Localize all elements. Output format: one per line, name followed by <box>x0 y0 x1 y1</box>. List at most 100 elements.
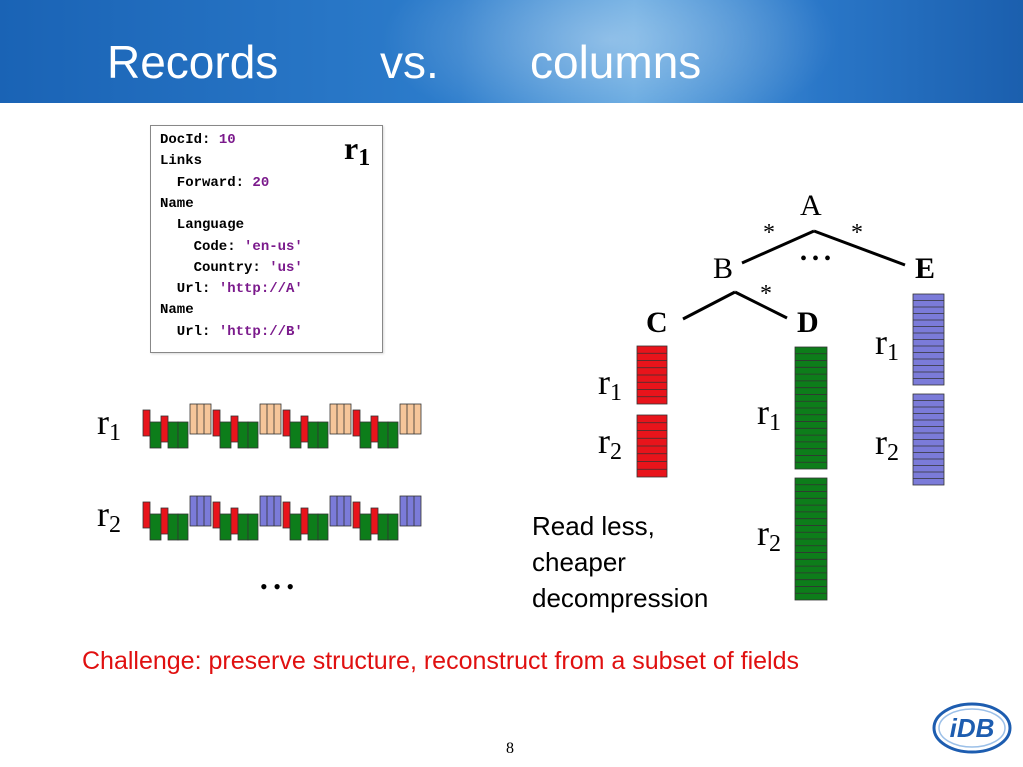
edge-a-e <box>813 229 906 267</box>
edge-b-d <box>734 290 788 320</box>
record-value: 20 <box>252 174 270 191</box>
row-r1-green-cell <box>247 421 259 449</box>
record-value: 'en-us' <box>244 238 303 255</box>
title-bar-glow <box>380 0 840 103</box>
edge-b-c <box>682 290 736 321</box>
row-r2-green-cell <box>219 513 232 541</box>
row-r1-red-cell <box>282 409 291 437</box>
col-e-label-r1: r1 <box>875 322 899 366</box>
row-r2-red-cell <box>370 507 379 535</box>
record-value: 10 <box>218 132 236 148</box>
column-bars <box>636 293 945 601</box>
logo: iDB <box>932 702 1012 754</box>
record-key: Code: <box>160 238 245 255</box>
row-r2-red-cell <box>282 501 291 529</box>
star-a-e: * <box>851 220 863 246</box>
row-r1-green-cell <box>167 421 179 449</box>
title-vs: vs. <box>380 36 439 88</box>
row-r2-leaf-cell <box>399 495 422 527</box>
record-line: Name <box>160 300 194 321</box>
row-r1-leaf-cell <box>329 403 352 435</box>
row-r1-green-cell <box>359 421 372 449</box>
row-r1-red-cell <box>212 409 221 437</box>
record-line: Links <box>160 151 202 172</box>
row-r1-green-cell <box>289 421 302 449</box>
logo-ring <box>932 702 1012 754</box>
row-r2-red-cell <box>160 507 169 535</box>
caption-line-1: Read less, <box>532 511 655 541</box>
row-r1-green-cell <box>237 421 249 449</box>
col-e-label-r2: r2 <box>875 422 899 466</box>
record-key: Name <box>160 302 194 319</box>
title-records: Records <box>107 36 279 88</box>
title-bar: Records vs. columns <box>0 0 1023 103</box>
col-c-label-r2: r2 <box>598 421 622 465</box>
row-r2-leaf-cell <box>329 495 352 527</box>
row-r1-red-cell <box>300 415 309 443</box>
record-key: Url: <box>160 281 219 298</box>
record-line: Url: 'http://A' <box>160 279 303 300</box>
row-strips <box>142 403 422 541</box>
record-value: 'http://A' <box>218 281 303 298</box>
record-line: Forward: 20 <box>160 173 269 194</box>
record-line: Name <box>160 194 194 215</box>
row-label-r2: r2 <box>97 494 121 538</box>
logo-text: iDB <box>950 713 995 743</box>
row-r2-green-cell <box>317 513 329 541</box>
star-a-b: * <box>763 220 775 246</box>
row-r2-green-cell <box>149 513 162 541</box>
row-r2-red-cell <box>300 507 309 535</box>
record-key: Country: <box>160 259 270 276</box>
node-c: C <box>646 306 668 339</box>
record-key: Links <box>160 153 203 170</box>
row-r1-green-cell <box>177 421 189 449</box>
row-r2-red-cell <box>212 501 221 529</box>
node-e: E <box>915 252 936 285</box>
record-key: Language <box>160 217 245 234</box>
row-r2-green-cell <box>307 513 319 541</box>
record-label: r1 <box>344 130 371 171</box>
page-number: 8 <box>506 740 514 757</box>
row-r1-green-cell <box>307 421 319 449</box>
title-columns: columns <box>530 36 702 88</box>
row-r2-green-cell <box>377 513 389 541</box>
row-r2-red-cell <box>142 501 151 529</box>
record-line: Country: 'us' <box>160 258 303 279</box>
col-d-label-r1: r1 <box>757 392 781 436</box>
row-r2-green-cell <box>177 513 189 541</box>
record-line: Code: 'en-us' <box>160 237 303 258</box>
row-r1-red-cell <box>230 415 239 443</box>
row-r2-leaf-cell <box>189 495 212 527</box>
row-r1-leaf-cell <box>189 403 212 435</box>
record-line: DocId: 10 <box>160 130 236 151</box>
row-r2-green-cell <box>289 513 302 541</box>
row-r2-green-cell <box>359 513 372 541</box>
row-r1-leaf-cell <box>259 403 282 435</box>
row-r2-green-cell <box>167 513 179 541</box>
row-r1-green-cell <box>219 421 232 449</box>
row-ellipsis: • • • <box>260 574 295 599</box>
challenge-text: Challenge: preserve structure, reconstru… <box>82 647 799 675</box>
record-value: 'us' <box>269 259 303 276</box>
caption-line-3: decompression <box>532 583 709 613</box>
record-key: Url: <box>160 323 219 340</box>
row-r2-leaf-cell <box>259 495 282 527</box>
caption: Read less, cheaper decompression <box>532 508 708 616</box>
caption-line-2: cheaper <box>532 547 626 577</box>
record-key: Forward: <box>160 174 253 191</box>
row-r1-red-cell <box>352 409 361 437</box>
row-r1-green-cell <box>377 421 389 449</box>
edge-a-b <box>741 229 815 265</box>
row-r1-red-cell <box>160 415 169 443</box>
node-a: A <box>800 189 822 222</box>
node-b: B <box>713 252 734 285</box>
record-key: Name <box>160 195 194 212</box>
row-r1-red-cell <box>142 409 151 437</box>
row-r2-green-cell <box>237 513 249 541</box>
logo-ring-inner <box>938 708 1006 748</box>
record-line: Language <box>160 215 244 236</box>
record-key: DocId: <box>160 132 219 148</box>
row-r1-green-cell <box>387 421 399 449</box>
